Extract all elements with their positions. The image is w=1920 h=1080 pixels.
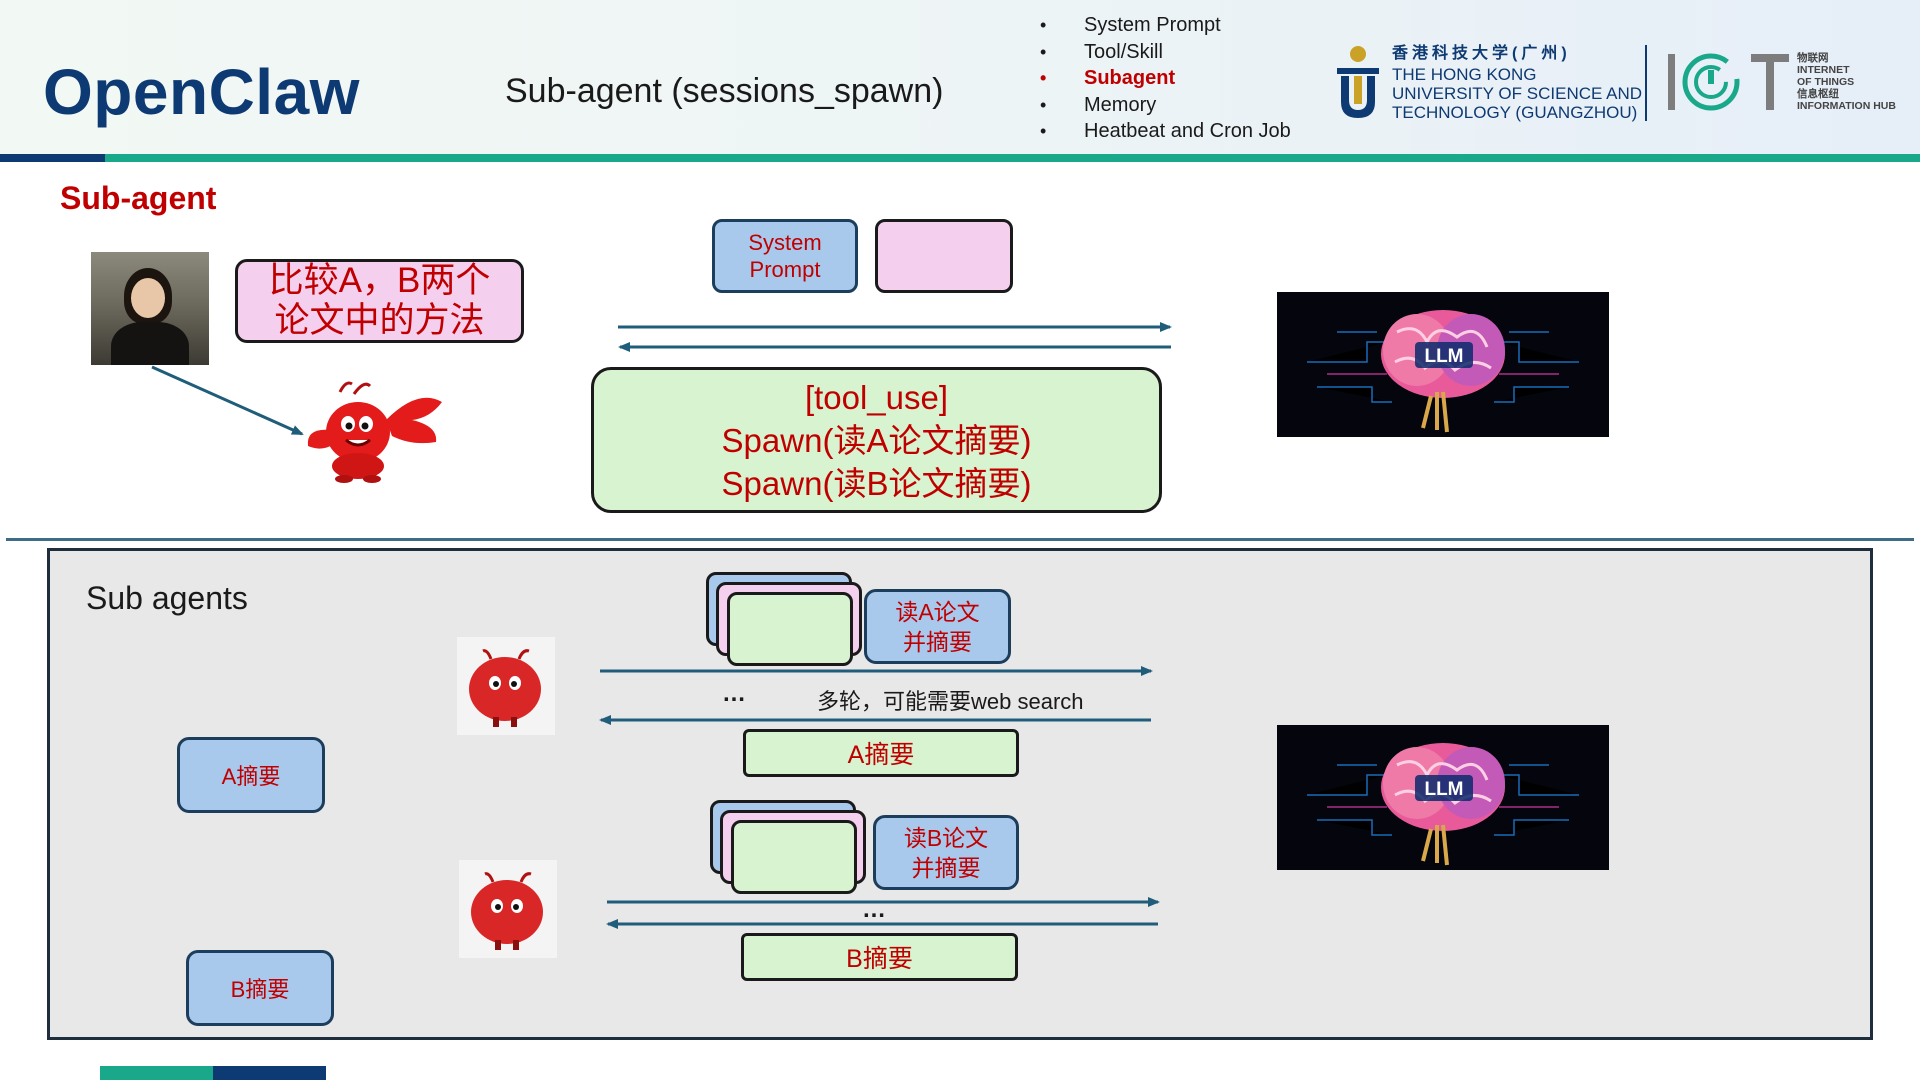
slide-title: Sub-agent (sessions_spawn) (505, 72, 944, 110)
footer-bar-teal (100, 1066, 213, 1080)
system-prompt-line-2: Prompt (749, 257, 821, 282)
header-bar-navy (0, 154, 105, 162)
sub-agent-b-dots: … (862, 896, 887, 923)
sub-agent-a-task-line-1: 读A论文 (895, 598, 980, 625)
sub-agents-title: Sub agents (86, 580, 248, 616)
sub-agent-b-stack-front (731, 820, 857, 894)
brain-icon: LLM (1307, 743, 1579, 866)
brand-title: OpenClaw (43, 56, 360, 128)
tool-use-line-1: [tool_use] (804, 378, 949, 416)
arrow-user-to-agent (151, 365, 304, 436)
university-name-en-1: THE HONG KONG (1392, 65, 1537, 84)
hkust-gz-logo-icon (1337, 46, 1379, 118)
sub-agent-a-note: 多轮，可能需要web search (817, 689, 1084, 714)
sub-agent-a-mascot (457, 637, 555, 735)
user-photo-body (111, 322, 189, 365)
outline-list: System Prompt Tool/Skill Subagent Memory… (1040, 12, 1291, 145)
sub-agent-b-result-box: B摘要 (741, 933, 1018, 981)
section-divider (6, 538, 1914, 541)
sub-agent-b-mascot (459, 860, 557, 958)
iot-line-3: OF THINGS (1797, 76, 1855, 88)
university-name-en-3: TECHNOLOGY (GUANGZHOU) (1392, 103, 1638, 122)
slide-header: OpenClaw Sub-agent (sessions_spawn) Syst… (0, 0, 1920, 154)
iot-logo-icon (1668, 53, 1789, 111)
lobster-mascot-icon (307, 381, 442, 483)
llm-brain-image-main: LLM (1277, 292, 1609, 437)
user-query-box: 比较A，B两个 论文中的方法 (235, 259, 524, 343)
red-blob-mascot-icon (471, 872, 543, 950)
tool-use-line-3: Spawn(读B论文摘要) (721, 464, 1032, 502)
logo-divider (1645, 45, 1647, 121)
outline-item-memory: Memory (1040, 92, 1291, 119)
sub-agent-a-task-line-2: 并摘要 (903, 628, 972, 655)
iot-line-5: INFORMATION HUB (1797, 100, 1896, 112)
footer-bar-navy (213, 1066, 326, 1080)
sub-agent-a-result-box: A摘要 (743, 729, 1019, 777)
iot-line-4: 信息枢纽 (1797, 88, 1839, 100)
header-bar-teal (105, 154, 1920, 162)
user-photo-face (131, 278, 165, 318)
user-query-line-1: 比较A，B两个 (268, 261, 491, 300)
university-name-en-2: UNIVERSITY OF SCIENCE AND (1392, 84, 1643, 103)
tool-use-box: [tool_use] Spawn(读A论文摘要) Spawn(读B论文摘要) (591, 367, 1162, 513)
sub-agent-b-task-box: 读B论文 并摘要 (873, 815, 1019, 890)
outline-item-heartbeat: Heatbeat and Cron Job (1040, 118, 1291, 145)
outline-item-subagent: Subagent (1040, 65, 1291, 92)
brain-icon: LLM (1307, 310, 1579, 433)
sub-agent-a-stack-front (727, 592, 853, 666)
red-blob-mascot-icon (469, 649, 541, 727)
iot-line-1: 物联网 (1797, 52, 1829, 64)
tool-use-line-2: Spawn(读A论文摘要) (721, 421, 1032, 459)
section-title: Sub-agent (60, 180, 217, 216)
llm-label-main: LLM (1424, 346, 1463, 367)
llm-brain-image-sub: LLM (1277, 725, 1609, 870)
user-query-line-2: 论文中的方法 (274, 301, 485, 340)
summary-a-output-box: A摘要 (177, 737, 325, 813)
university-name: 香港科技大学(广州) THE HONG KONG UNIVERSITY OF S… (1392, 44, 1642, 122)
iot-hub-text: 物联网 INTERNET OF THINGS 信息枢纽 INFORMATION … (1797, 52, 1896, 112)
outline-item-system-prompt: System Prompt (1040, 12, 1291, 39)
sub-agent-a-task-box: 读A论文 并摘要 (864, 589, 1011, 664)
iot-line-2: INTERNET (1797, 64, 1850, 76)
context-placeholder-box (875, 219, 1013, 293)
sub-agent-b-task-line-1: 读B论文 (903, 824, 989, 851)
sub-agent-b-task-line-2: 并摘要 (911, 854, 981, 881)
user-photo (91, 252, 209, 365)
sub-agent-a-dots: … (722, 680, 747, 707)
university-name-cn: 香港科技大学(广州) (1392, 45, 1571, 62)
system-prompt-box: System Prompt (712, 219, 858, 293)
outline-item-tool-skill: Tool/Skill (1040, 39, 1291, 66)
llm-label-sub: LLM (1424, 779, 1463, 800)
system-prompt-line-1: System (748, 230, 822, 255)
summary-b-output-box: B摘要 (186, 950, 334, 1026)
